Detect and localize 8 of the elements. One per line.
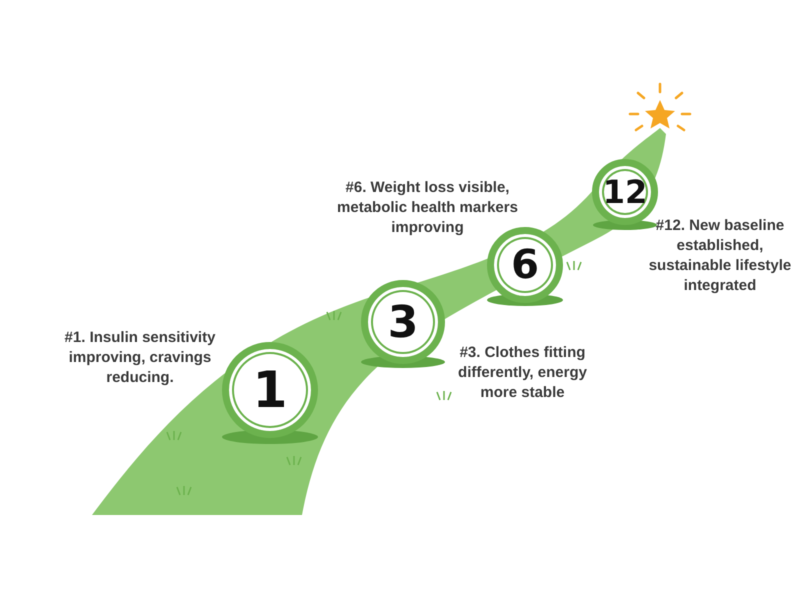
milestone-number: 3 [388, 296, 418, 348]
milestone-number: 12 [602, 173, 648, 211]
milestone-caption: #1. Insulin sensitivity improving, cravings reducing. [64, 328, 216, 388]
milestone-caption: #6. Weight loss visible, metabolic health markers improving [336, 178, 519, 238]
milestone-number: 6 [511, 242, 539, 288]
milestone-caption: #3. Clothes fitting differently, energy more stable [457, 343, 588, 403]
milestone-caption: #12. New baseline established, sustainable lifestyle integrated [648, 216, 792, 296]
milestone-number: 1 [252, 361, 288, 419]
